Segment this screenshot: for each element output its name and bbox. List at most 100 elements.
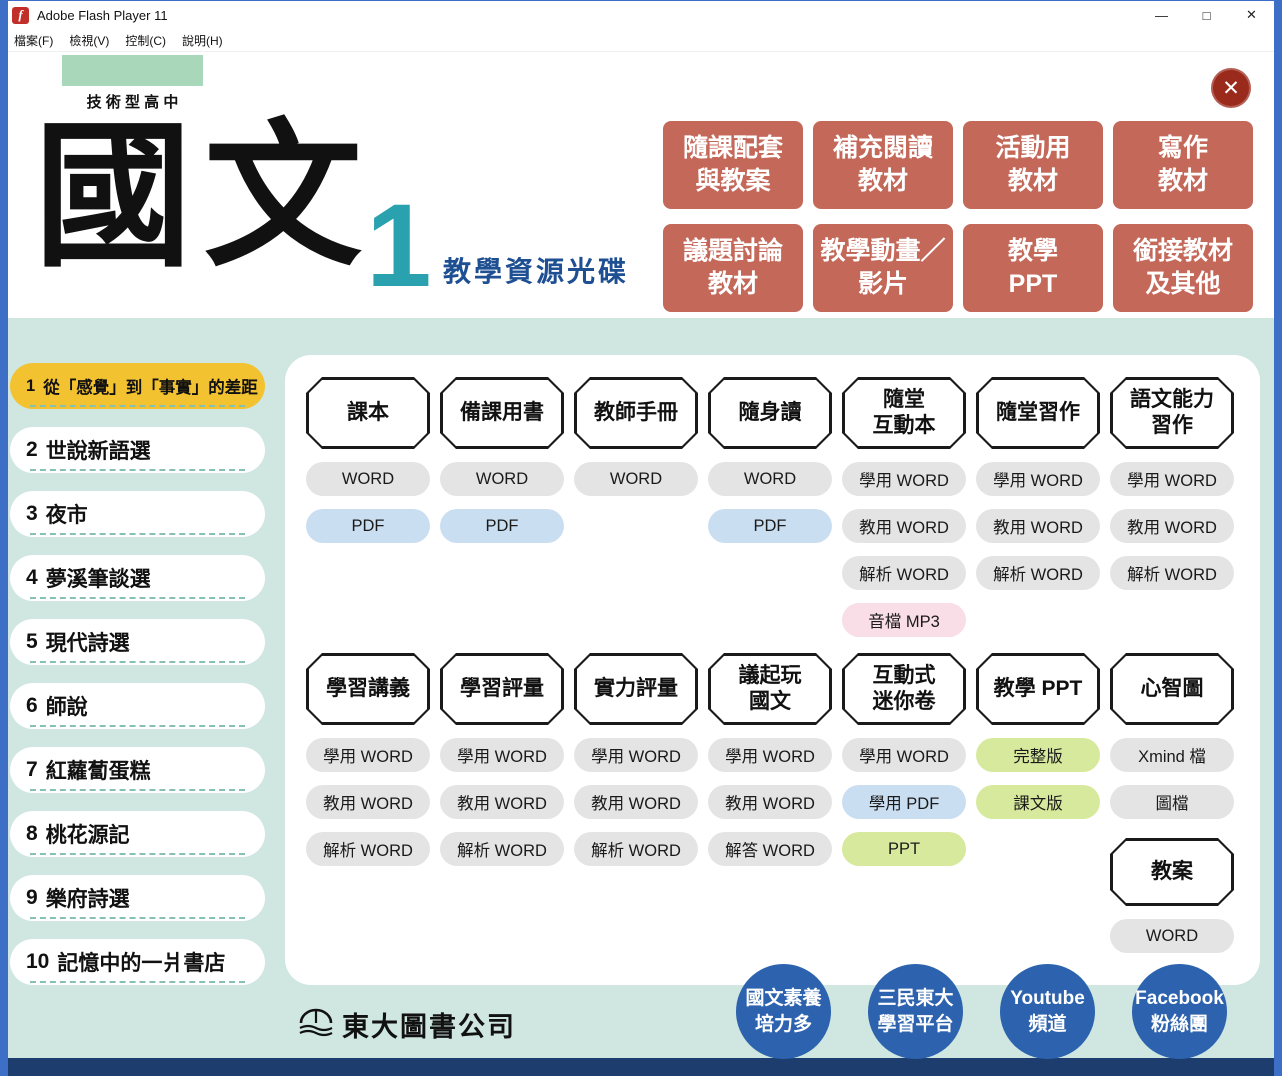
resource-category-button[interactable]: 隨身讀	[708, 377, 832, 449]
resource-file-button[interactable]: 教用 WORD	[842, 509, 966, 543]
resource-file-button[interactable]: WORD	[1110, 919, 1234, 953]
resource-file-button[interactable]: WORD	[574, 462, 698, 496]
resource-category-button[interactable]: 課本	[306, 377, 430, 449]
resource-file-button[interactable]: 學用 WORD	[440, 738, 564, 772]
category-nav-button[interactable]: 隨課配套 與教案	[663, 121, 803, 209]
sidebar-lesson-item[interactable]: 10 記憶中的一爿書店	[10, 939, 265, 985]
resource-file-button[interactable]: 解析 WORD	[574, 832, 698, 866]
resource-file-button[interactable]: 教用 WORD	[574, 785, 698, 819]
resource-file-button[interactable]: 解析 WORD	[842, 556, 966, 590]
resource-file-button[interactable]: WORD	[306, 462, 430, 496]
category-nav-button[interactable]: 補充閱讀 教材	[813, 121, 953, 209]
resource-column: 語文能力 習作 學用 WORD 教用 WORD 解析 WORD	[1110, 377, 1234, 637]
resource-column: 隨身讀 WORD PDF	[708, 377, 832, 637]
resource-file-button[interactable]: 學用 PDF	[842, 785, 966, 819]
lesson-title: 紅蘿蔔蛋糕	[45, 760, 151, 783]
resource-file-button[interactable]: 解析 WORD	[306, 832, 430, 866]
resource-file-button[interactable]: 解析 WORD	[1110, 556, 1234, 590]
menu-item[interactable]: 控制(C)	[125, 34, 166, 48]
lesson-number: 5	[26, 630, 38, 653]
resource-file-button[interactable]: 學用 WORD	[574, 738, 698, 772]
lesson-title: 夜市	[45, 504, 88, 527]
resource-file-button[interactable]: 解析 WORD	[976, 556, 1100, 590]
resource-file-button[interactable]: 學用 WORD	[306, 738, 430, 772]
resource-category-label: 隨堂 互動本	[872, 387, 936, 437]
resource-category-button[interactable]: 學習講義	[306, 653, 430, 725]
category-nav-button[interactable]: 議題討論 教材	[663, 224, 803, 312]
resource-category-button[interactable]: 議起玩 國文	[708, 653, 832, 725]
resource-file-button[interactable]: 課文版	[976, 785, 1100, 819]
resource-file-button[interactable]: 解答 WORD	[708, 832, 832, 866]
sidebar-lesson-item[interactable]: 5 現代詩選	[10, 619, 265, 665]
resource-file-button[interactable]: PPT	[842, 832, 966, 866]
resource-category-face: 語文能力 習作	[1113, 380, 1231, 446]
resource-category-button[interactable]: 教案	[1110, 838, 1234, 906]
resource-file-button[interactable]: PDF	[708, 509, 832, 543]
resource-file-button[interactable]: 教用 WORD	[306, 785, 430, 819]
resource-category-button[interactable]: 隨堂 互動本	[842, 377, 966, 449]
resource-file-button[interactable]: 學用 WORD	[842, 738, 966, 772]
sidebar-lesson-item[interactable]: 6 師說	[10, 683, 265, 729]
footer-link-circle[interactable]: 三民東大 學習平台	[868, 964, 963, 1059]
resource-file-button[interactable]: Xmind 檔	[1110, 738, 1234, 772]
resource-file-button[interactable]: 解析 WORD	[440, 832, 564, 866]
lesson-title: 從「感覺」到「事實」的差距	[43, 379, 258, 397]
resource-category-button[interactable]: 互動式 迷你卷	[842, 653, 966, 725]
lesson-title: 桃花源記	[45, 824, 130, 847]
resource-file-button[interactable]: 教用 WORD	[1110, 509, 1234, 543]
maximize-button[interactable]: □	[1202, 7, 1211, 23]
resource-category-button[interactable]: 教學 PPT	[976, 653, 1100, 725]
close-window-button[interactable]: ✕	[1246, 7, 1257, 22]
resource-file-button[interactable]: 教用 WORD	[708, 785, 832, 819]
lesson-title: 世說新語選	[45, 440, 151, 463]
resource-column: 教師手冊 WORD	[574, 377, 698, 637]
resource-category-face: 實力評量	[577, 656, 695, 722]
resource-category-button[interactable]: 學習評量	[440, 653, 564, 725]
resource-file-button[interactable]: 教用 WORD	[440, 785, 564, 819]
resource-file-button[interactable]: 教用 WORD	[976, 509, 1100, 543]
resource-category-button[interactable]: 語文能力 習作	[1110, 377, 1234, 449]
resource-category-button[interactable]: 實力評量	[574, 653, 698, 725]
resource-category-face: 隨堂習作	[979, 380, 1097, 446]
resource-category-button[interactable]: 備課用書	[440, 377, 564, 449]
resource-file-button[interactable]: 學用 WORD	[708, 738, 832, 772]
sidebar-lesson-item[interactable]: 9 樂府詩選	[10, 875, 265, 921]
sidebar-lesson-item[interactable]: 1 從「感覺」到「事實」的差距	[10, 363, 265, 409]
resource-file-button[interactable]: 完整版	[976, 738, 1100, 772]
footer-link-circle[interactable]: Facebook 粉絲團	[1132, 964, 1227, 1059]
sidebar-lesson-item[interactable]: 2 世說新語選	[10, 427, 265, 473]
resource-category-label: 課本	[347, 400, 389, 424]
resource-file-button[interactable]: 學用 WORD	[976, 462, 1100, 496]
sidebar-lesson-item[interactable]: 3 夜市	[10, 491, 265, 537]
publisher-logo-placeholder	[62, 55, 203, 86]
resource-file-button[interactable]: PDF	[440, 509, 564, 543]
footer-link-circle[interactable]: Youtube 頻道	[1000, 964, 1095, 1059]
category-nav-button[interactable]: 教學 PPT	[963, 224, 1103, 312]
category-nav-button[interactable]: 銜接教材 及其他	[1113, 224, 1253, 312]
close-app-button[interactable]: ✕	[1211, 68, 1251, 108]
resource-category-button[interactable]: 隨堂習作	[976, 377, 1100, 449]
sidebar-lesson-item[interactable]: 4 夢溪筆談選	[10, 555, 265, 601]
category-nav-button[interactable]: 寫作 教材	[1113, 121, 1253, 209]
footer-link-circle[interactable]: 國文素養 培力多	[736, 964, 831, 1059]
lesson-number: 8	[26, 822, 38, 845]
menu-item[interactable]: 檔案(F)	[14, 34, 54, 48]
resource-file-button[interactable]: WORD	[708, 462, 832, 496]
resource-file-button[interactable]: PDF	[306, 509, 430, 543]
minimize-button[interactable]: —	[1155, 7, 1168, 23]
resource-category-button[interactable]: 教師手冊	[574, 377, 698, 449]
resource-file-button[interactable]: 圖檔	[1110, 785, 1234, 819]
menu-item[interactable]: 說明(H)	[182, 34, 223, 48]
resource-category-button[interactable]: 心智圖	[1110, 653, 1234, 725]
resource-column: 學習評量 學用 WORD 教用 WORD 解析 WORD	[440, 653, 564, 953]
resource-category-label: 備課用書	[460, 400, 544, 424]
resource-file-button[interactable]: WORD	[440, 462, 564, 496]
sidebar-lesson-item[interactable]: 7 紅蘿蔔蛋糕	[10, 747, 265, 793]
category-nav-button[interactable]: 活動用 教材	[963, 121, 1103, 209]
category-nav-button[interactable]: 教學動畫／ 影片	[813, 224, 953, 312]
sidebar-lesson-item[interactable]: 8 桃花源記	[10, 811, 265, 857]
resource-file-button[interactable]: 學用 WORD	[1110, 462, 1234, 496]
resource-file-button[interactable]: 音檔 MP3	[842, 603, 966, 637]
menu-item[interactable]: 檢視(V)	[69, 34, 110, 48]
resource-file-button[interactable]: 學用 WORD	[842, 462, 966, 496]
